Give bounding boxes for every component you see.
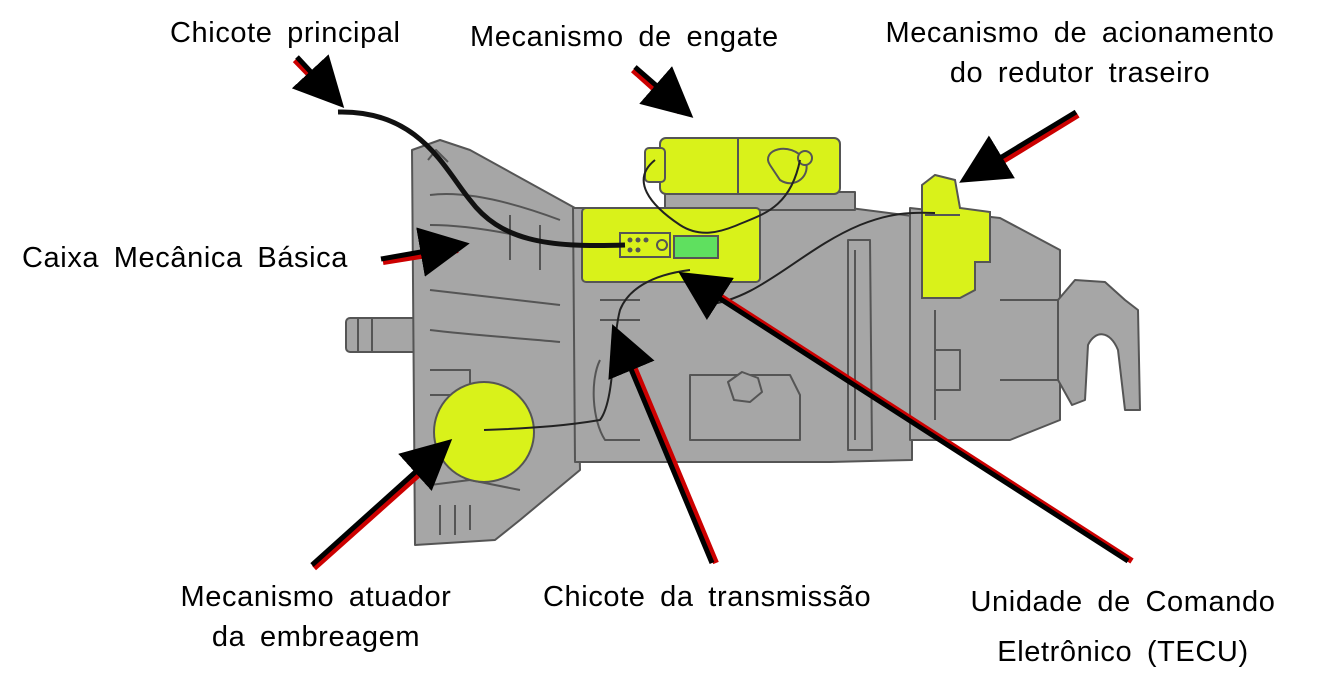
arrow-mecanismo-engate (631, 65, 694, 118)
arrow-mecanismo-atuador (310, 438, 453, 571)
label-mecanismo-acionamento: Mecanismo de acionamento do redutor tras… (874, 13, 1286, 93)
label-mecanismo-atuador-line2: da embreagem (211, 621, 421, 653)
shift-wire (642, 159, 801, 234)
harness-wires (337, 109, 936, 431)
arrow-chicote-principal (291, 54, 345, 109)
label-chicote-transmissao-text: Chicote da transmissão (543, 581, 872, 613)
label-mecanismo-atuador-line1: Mecanismo atuador (180, 581, 452, 613)
label-chicote-principal-text: Chicote principal (170, 17, 401, 49)
label-unidade-comando: Unidade de Comando Eletrônico (TECU) (962, 577, 1284, 677)
label-mecanismo-engate: Mecanismo de engate (470, 17, 779, 57)
bell-housing (411, 139, 581, 546)
label-caixa-mecanica: Caixa Mecânica Básica (22, 238, 348, 278)
arrow-chicote-transmissao (608, 324, 719, 565)
shift-mechanism (644, 137, 841, 195)
output-yoke (1057, 279, 1141, 411)
clutch-actuator (433, 381, 535, 483)
tecu-unit (581, 207, 761, 283)
arrow-unidade-comando (678, 271, 1134, 564)
arrow-mecanismo-acionamento (959, 109, 1080, 183)
callout-arrows (291, 54, 1134, 571)
label-chicote-transmissao: Chicote da transmissão (543, 577, 871, 617)
label-chicote-principal: Chicote principal (170, 13, 401, 53)
range-wire (704, 211, 936, 306)
label-mecanismo-acionamento-line1: Mecanismo de acionamento (885, 17, 1275, 49)
input-shaft (345, 317, 419, 353)
label-unidade-comando-line1: Unidade de Comando (970, 586, 1276, 618)
label-mecanismo-engate-text: Mecanismo de engate (470, 21, 779, 53)
label-mecanismo-atuador: Mecanismo atuador da embreagem (170, 577, 462, 657)
transmission-body (345, 139, 1141, 546)
label-caixa-mecanica-text: Caixa Mecânica Básica (22, 242, 349, 274)
label-unidade-comando-line2: Eletrônico (TECU) (997, 636, 1249, 668)
label-mecanismo-acionamento-line2: do redutor traseiro (949, 57, 1211, 89)
rear-range-actuator (921, 173, 991, 299)
arrow-caixa-mecanica (380, 227, 470, 277)
main-harness-wire (337, 109, 626, 249)
